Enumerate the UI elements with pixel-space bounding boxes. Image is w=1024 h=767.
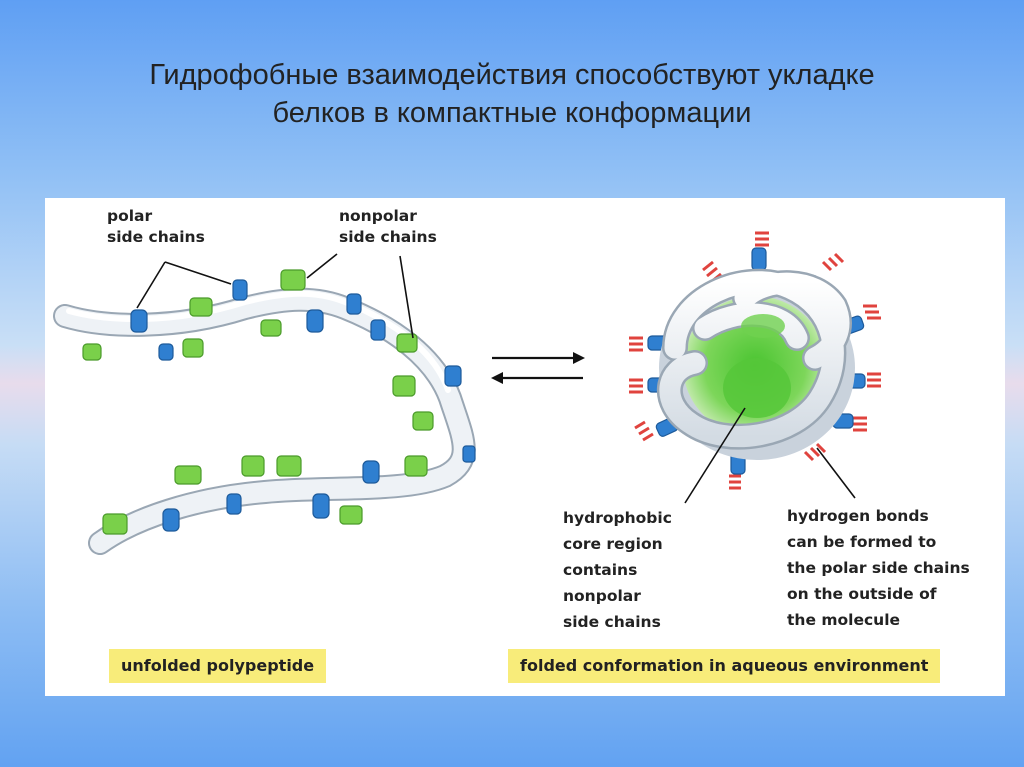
nonpolar-side-chain (189, 297, 213, 317)
polar-side-chains-label: polar side chains (107, 207, 205, 246)
protein-folding-figure: polar side chains nonpolar side chains h… (45, 198, 1005, 696)
polar-side-chain (370, 319, 386, 341)
equilibrium-arrows-icon (491, 352, 585, 384)
core-window (741, 314, 785, 338)
nonpolar-side-chain (396, 333, 418, 353)
nonpolar-side-chain (174, 465, 202, 485)
polar-side-chain (130, 309, 148, 333)
polar-side-chain (306, 309, 324, 333)
nonpolar-side-chain (260, 319, 282, 337)
polar-side-chain (158, 343, 174, 361)
polar-side-chain (346, 293, 362, 315)
folded-protein (629, 231, 881, 490)
polar-side-chain (312, 493, 330, 519)
folded-caption: folded conformation in aqueous environme… (508, 649, 941, 683)
label-pointers-folded (684, 407, 856, 504)
nonpolar-side-chain (276, 455, 302, 477)
polar-side-chain (462, 445, 476, 463)
polar-side-chain (362, 460, 380, 484)
unfolded-caption: unfolded polypeptide (109, 649, 327, 683)
nonpolar-side-chain (392, 375, 416, 397)
nonpolar-side-chain (182, 338, 204, 358)
label-pointers-unfolded (136, 253, 414, 339)
polar-side-chain (444, 365, 462, 387)
hydrogen-bonds (629, 231, 881, 490)
title-line-2: белков в компактные конформации (272, 97, 752, 129)
nonpolar-side-chain (82, 343, 102, 361)
unfolded-backbone (55, 289, 474, 553)
polar-side-chain (751, 247, 767, 271)
nonpolar-side-chain (102, 513, 128, 535)
nonpolar-side-chains-label: nonpolar side chains (339, 207, 437, 246)
polar-side-chains-unfolded (130, 279, 476, 532)
figure-illustration (53, 231, 881, 555)
nonpolar-side-chain (339, 505, 363, 525)
nonpolar-side-chains-unfolded (82, 269, 434, 535)
nonpolar-side-chain (280, 269, 306, 291)
unfolded-polypeptide (53, 269, 476, 555)
hydrophobic-core-label: hydrophobic core region contains nonpola… (563, 509, 672, 631)
polar-side-chain (162, 508, 180, 532)
polar-side-chain (232, 279, 248, 301)
nonpolar-side-chain (404, 455, 428, 477)
nonpolar-side-chain (412, 411, 434, 431)
hydrogen-bonds-label: hydrogen bonds can be formed to the pola… (787, 507, 970, 629)
slide-title: Гидрофобные взаимодействия способствуют … (40, 56, 984, 132)
title-line-1: Гидрофобные взаимодействия способствуют … (149, 59, 875, 91)
nonpolar-side-chain (241, 455, 265, 477)
polar-side-chain (226, 493, 242, 515)
core-window (723, 358, 791, 418)
